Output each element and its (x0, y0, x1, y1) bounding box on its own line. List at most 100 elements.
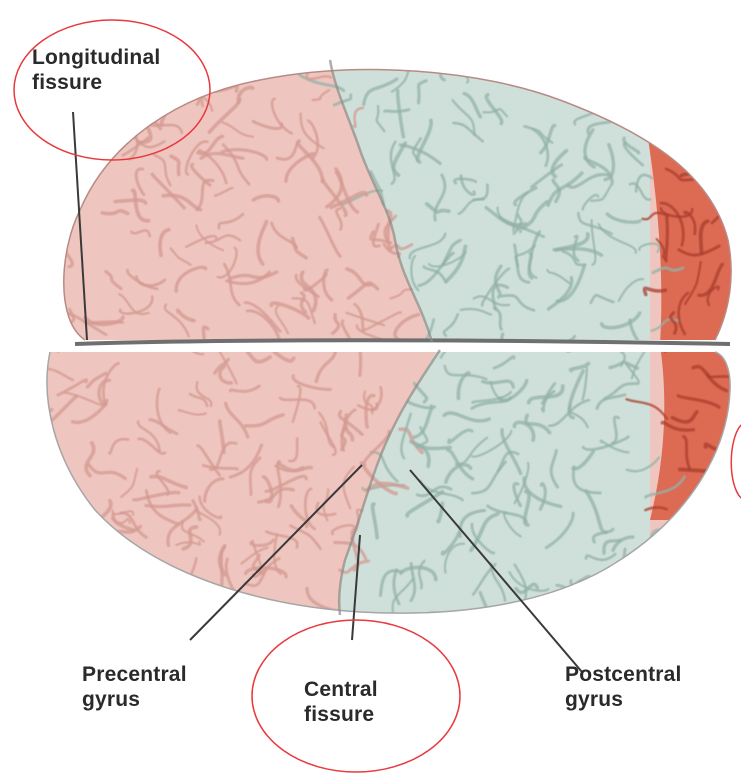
label-central-fissure: Central fissure (304, 677, 378, 727)
gyrus-fold (58, 122, 83, 129)
gyrus-fold (32, 287, 50, 292)
gyrus-fold (183, 579, 190, 605)
gyrus-fold (654, 90, 677, 118)
gyrus-fold (231, 39, 236, 70)
gyrus-fold (124, 556, 150, 564)
gyrus-fold (684, 545, 704, 588)
gyrus-fold (85, 518, 93, 543)
gyrus-fold (659, 98, 667, 128)
gyrus-fold (703, 137, 711, 165)
occipital-lobe-bottom (650, 345, 741, 520)
gyrus-fold (154, 589, 170, 621)
gyrus-fold (70, 533, 80, 554)
gyrus-fold (33, 410, 51, 438)
gyrus-fold (290, 610, 326, 626)
gyrus-fold (521, 75, 564, 89)
gyrus-fold (413, 612, 433, 651)
gyrus-fold (690, 571, 732, 584)
gyrus-fold (662, 96, 691, 110)
label-postcentral-line1: Postcentral (565, 662, 682, 687)
gyrus-fold (85, 322, 122, 323)
gyrus-fold (71, 526, 107, 553)
gyrus-fold (674, 592, 694, 609)
longitudinal-fissure-line (75, 340, 730, 344)
gyrus-fold (68, 525, 90, 555)
gyrus-fold (250, 614, 259, 641)
gyrus-fold (53, 307, 61, 352)
gyrus-fold (652, 612, 668, 648)
gyrus-fold (612, 94, 636, 96)
gyrus-fold (653, 544, 666, 572)
label-longitudinal-line1: Longitudinal (32, 45, 160, 70)
gyrus-fold (156, 601, 197, 624)
gyrus-fold (717, 496, 741, 501)
gyrus-fold (626, 68, 644, 79)
gyrus-fold (629, 608, 648, 641)
gyrus-fold (685, 71, 698, 96)
gyrus-fold (61, 156, 88, 188)
gyrus-fold (722, 177, 741, 202)
gyrus-fold (727, 411, 741, 450)
gyrus-fold (554, 606, 578, 637)
gyrus-fold (703, 606, 720, 637)
gyrus-fold (169, 589, 189, 602)
gyrus-fold (114, 564, 146, 578)
gyrus-fold (225, 56, 263, 72)
gyrus-fold (42, 329, 62, 346)
gyrus-fold (92, 593, 115, 606)
gyrus-fold (45, 564, 79, 584)
gyrus-fold (550, 596, 558, 621)
gyrus-fold (104, 102, 125, 116)
gyrus-fold (184, 60, 199, 104)
gyrus-fold (658, 130, 694, 136)
label-postcentral-gyrus: Postcentral gyrus (565, 662, 682, 712)
gyrus-fold (57, 159, 64, 187)
gyrus-fold (45, 218, 60, 240)
gyrus-fold (117, 115, 137, 125)
gyrus-fold (42, 257, 55, 286)
gyrus-fold (569, 620, 593, 651)
gyrus-fold (602, 583, 640, 595)
gyrus-fold (720, 558, 735, 574)
gyrus-fold (59, 136, 87, 162)
gyrus-fold (112, 581, 131, 595)
highlight-partial-right (731, 425, 741, 498)
gyrus-fold (714, 120, 722, 153)
gyrus-fold (592, 89, 604, 107)
gyrus-fold (718, 123, 726, 143)
gyrus-fold (325, 611, 336, 638)
gyrus-fold (105, 548, 115, 568)
gyrus-fold (273, 608, 293, 616)
label-precentral-line2: gyrus (82, 687, 187, 712)
label-central-line2: fissure (304, 702, 378, 727)
label-precentral-gyrus: Precentral gyrus (82, 662, 187, 712)
label-precentral-line1: Precentral (82, 662, 187, 687)
label-postcentral-line2: gyrus (565, 687, 682, 712)
gyrus-fold (705, 133, 741, 154)
gyrus-fold (86, 588, 126, 590)
gyrus-fold (40, 198, 72, 205)
gyrus-fold (519, 48, 533, 78)
gyrus-fold (48, 205, 79, 208)
gyrus-fold (31, 156, 54, 164)
gyrus-fold (146, 505, 190, 507)
gyrus-fold (132, 562, 146, 593)
gyrus-fold (576, 603, 603, 616)
label-longitudinal-line2: fissure (32, 70, 160, 95)
gyrus-fold (71, 554, 99, 560)
gyrus-fold (35, 481, 41, 509)
gyrus-fold (687, 137, 693, 161)
gyrus-fold (35, 508, 59, 525)
gyrus-fold (658, 546, 675, 569)
gyrus-fold (427, 620, 448, 658)
gyrus-fold (12, 169, 45, 185)
gyrus-fold (629, 556, 662, 567)
gyrus-fold (44, 462, 60, 474)
gyrus-fold (131, 583, 163, 595)
gyrus-fold (677, 586, 721, 605)
label-longitudinal-fissure: Longitudinal fissure (32, 45, 160, 95)
gyrus-fold (97, 606, 114, 615)
gyrus-fold (666, 218, 668, 261)
gyrus-fold (93, 96, 115, 108)
